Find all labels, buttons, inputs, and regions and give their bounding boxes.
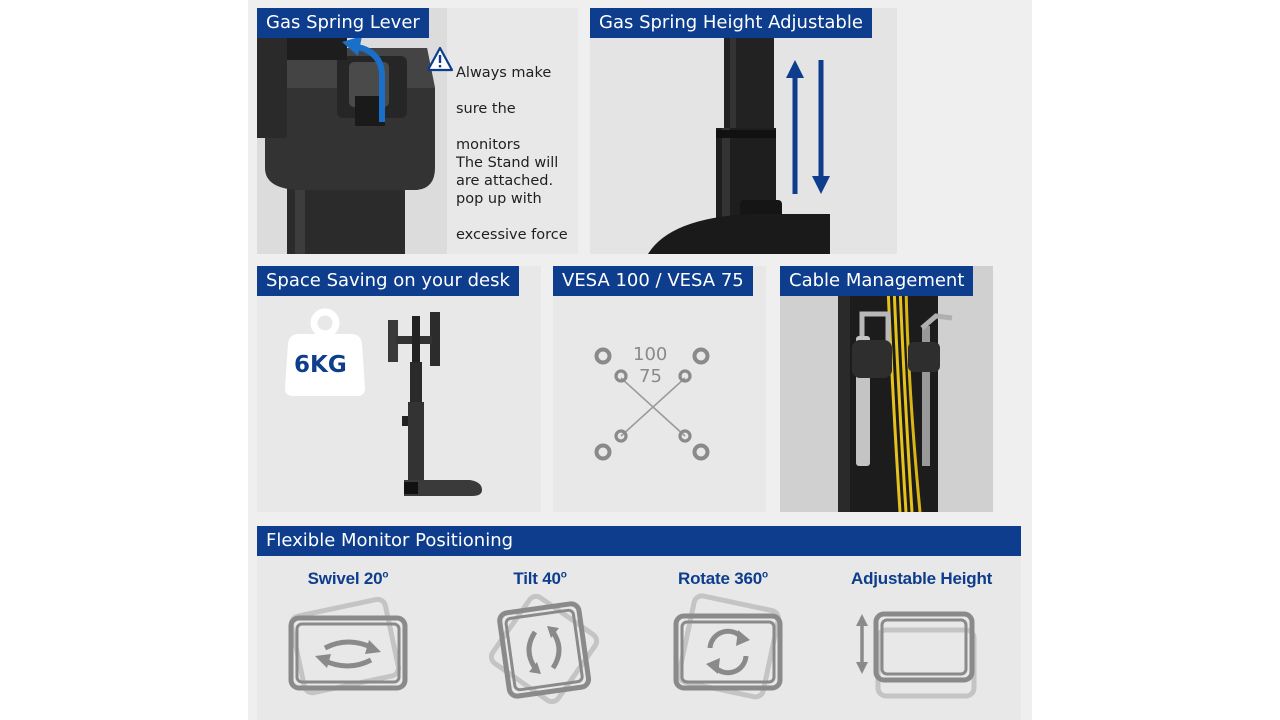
force-note-text: The Stand will pop up with excessive for…	[456, 136, 568, 254]
panel-header-vesa: VESA 100 / VESA 75	[553, 266, 753, 296]
panel-header-gas-spring-height: Gas Spring Height Adjustable	[590, 8, 872, 38]
warning-line: are attached.	[456, 173, 554, 189]
adjustable-height-label: Adjustable Height	[851, 569, 993, 589]
rotate-degree-mark: o	[762, 569, 768, 581]
cable-management-photo	[780, 266, 993, 512]
adjustable-height-icon	[856, 611, 977, 699]
rotate-label: Rotate 360o	[653, 569, 793, 589]
panel-header-space-saving: Space Saving on your desk	[257, 266, 519, 296]
warning-line: Always make	[456, 65, 552, 81]
swivel-label: Swivel 20o	[278, 569, 418, 589]
stand-thumbnail-image	[388, 312, 482, 496]
warning-text: Always make sure the monitors are attach…	[456, 46, 553, 208]
note-line: excessive force	[456, 227, 568, 243]
panel-monitor-positioning: Flexible Monitor Positioning Swivel 20o …	[257, 526, 1021, 720]
vesa-75-label: 75	[639, 366, 662, 387]
rotate-icon	[673, 593, 783, 700]
vesa-hole-pattern-icon	[594, 347, 710, 461]
tilt-icon	[488, 593, 600, 705]
swivel-icon	[288, 596, 408, 696]
weight-value: 6KG	[294, 352, 347, 378]
adjustable-height-label-text: Adjustable Height	[851, 569, 993, 588]
tilt-degree-mark: o	[560, 569, 567, 581]
panel-vesa: VESA 100 / VESA 75 100 75	[553, 266, 766, 512]
tilt-label: Tilt 40o	[470, 569, 610, 589]
panel-gas-spring-lever: Gas Spring Lever Always make sure the mo…	[257, 8, 578, 254]
tilt-label-text: Tilt 40	[513, 569, 561, 588]
product-feature-canvas: Gas Spring Lever Always make sure the mo…	[248, 0, 1032, 720]
warning-line: monitors	[456, 137, 521, 153]
panel-header-monitor-positioning: Flexible Monitor Positioning	[257, 526, 1021, 556]
swivel-label-text: Swivel 20	[307, 569, 383, 588]
panel-gas-spring-height: Gas Spring Height Adjustable	[590, 8, 897, 254]
warning-line: sure the	[456, 101, 516, 117]
rotate-label-text: Rotate 360	[678, 569, 763, 588]
panel-cable-management: Cable Management	[780, 266, 993, 512]
warning-triangle-icon	[426, 46, 454, 72]
panel-header-gas-spring-lever: Gas Spring Lever	[257, 8, 429, 38]
stand-pole-photo	[590, 8, 897, 254]
swivel-degree-mark: o	[382, 569, 389, 581]
lever-direction-arrow-icon	[342, 36, 385, 122]
panel-header-cable-management: Cable Management	[780, 266, 974, 296]
weight-icon	[285, 308, 365, 396]
up-down-arrows-icon	[786, 60, 830, 194]
note-line: pop up with	[456, 191, 542, 207]
note-line: The Stand will	[456, 155, 559, 171]
vesa-100-label: 100	[633, 344, 668, 365]
panel-space-saving: Space Saving on your desk 6KG	[257, 266, 541, 512]
